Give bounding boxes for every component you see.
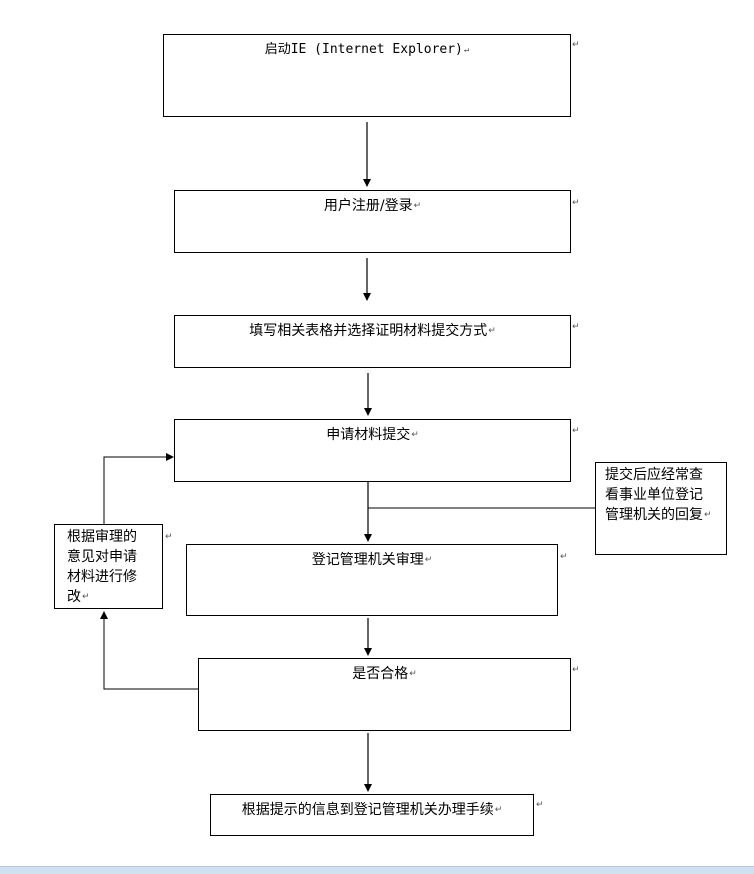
note-revise-materials: 根据审理的 意见对申请 材料进行修 改↵ bbox=[54, 524, 163, 609]
node-user-register-text: 用户注册/登录 bbox=[323, 198, 413, 214]
paragraph-mark-icon: ↵ bbox=[409, 669, 417, 679]
paragraph-mark-icon: ↵ bbox=[413, 201, 422, 211]
paragraph-mark-icon: ↵ bbox=[463, 45, 470, 55]
node-qualified-check-text: 是否合格 bbox=[352, 666, 409, 682]
node-submit-materials-text: 申请材料提交 bbox=[326, 427, 411, 443]
node-start-ie-text: 启动IE (Internet Explorer) bbox=[264, 42, 463, 57]
paragraph-mark-icon: ↵ bbox=[572, 665, 580, 675]
node-submit-materials: 申请材料提交↵ bbox=[174, 419, 571, 482]
node-handle-procedures: 根据提示的信息到登记管理机关办理手续↵ bbox=[210, 794, 534, 836]
note-check-reply-text: 提交后应经常查 看事业单位登记 管理机关的回复 bbox=[605, 467, 703, 523]
node-handle-procedures-text: 根据提示的信息到登记管理机关办理手续 bbox=[241, 802, 494, 818]
paragraph-mark-icon: ↵ bbox=[494, 805, 503, 815]
line-qualified-to-revise bbox=[100, 611, 198, 690]
line-revise-to-submit bbox=[103, 453, 174, 524]
paragraph-mark-icon: ↵ bbox=[572, 426, 580, 436]
paragraph-mark-icon: ↵ bbox=[572, 322, 580, 332]
node-fill-form: 填写相关表格并选择证明材料提交方式↵ bbox=[174, 315, 571, 368]
node-qualified-check: 是否合格↵ bbox=[198, 658, 571, 731]
paragraph-mark-icon: ↵ bbox=[165, 532, 173, 542]
status-bar-strip bbox=[0, 866, 754, 874]
paragraph-mark-icon: ↵ bbox=[411, 430, 419, 440]
paragraph-mark-icon: ↵ bbox=[572, 198, 580, 208]
paragraph-mark-icon: ↵ bbox=[424, 555, 433, 565]
paragraph-mark-icon: ↵ bbox=[82, 592, 90, 602]
paragraph-mark-icon: ↵ bbox=[560, 552, 568, 562]
node-fill-form-text: 填写相关表格并选择证明材料提交方式 bbox=[249, 323, 488, 339]
note-check-reply: 提交后应经常查 看事业单位登记 管理机关的回复↵ bbox=[595, 462, 727, 555]
paragraph-mark-icon: ↵ bbox=[572, 40, 580, 50]
note-revise-materials-text: 根据审理的 意见对申请 材料进行修 改 bbox=[67, 529, 137, 605]
paragraph-mark-icon: ↵ bbox=[488, 326, 496, 336]
paragraph-mark-icon: ↵ bbox=[704, 510, 712, 520]
node-start-ie: 启动IE (Internet Explorer)↵ bbox=[163, 34, 571, 117]
node-agency-review-text: 登记管理机关审理 bbox=[311, 552, 424, 568]
node-user-register: 用户注册/登录↵ bbox=[174, 190, 571, 253]
paragraph-mark-icon: ↵ bbox=[536, 800, 544, 810]
node-agency-review: 登记管理机关审理↵ bbox=[186, 544, 558, 616]
